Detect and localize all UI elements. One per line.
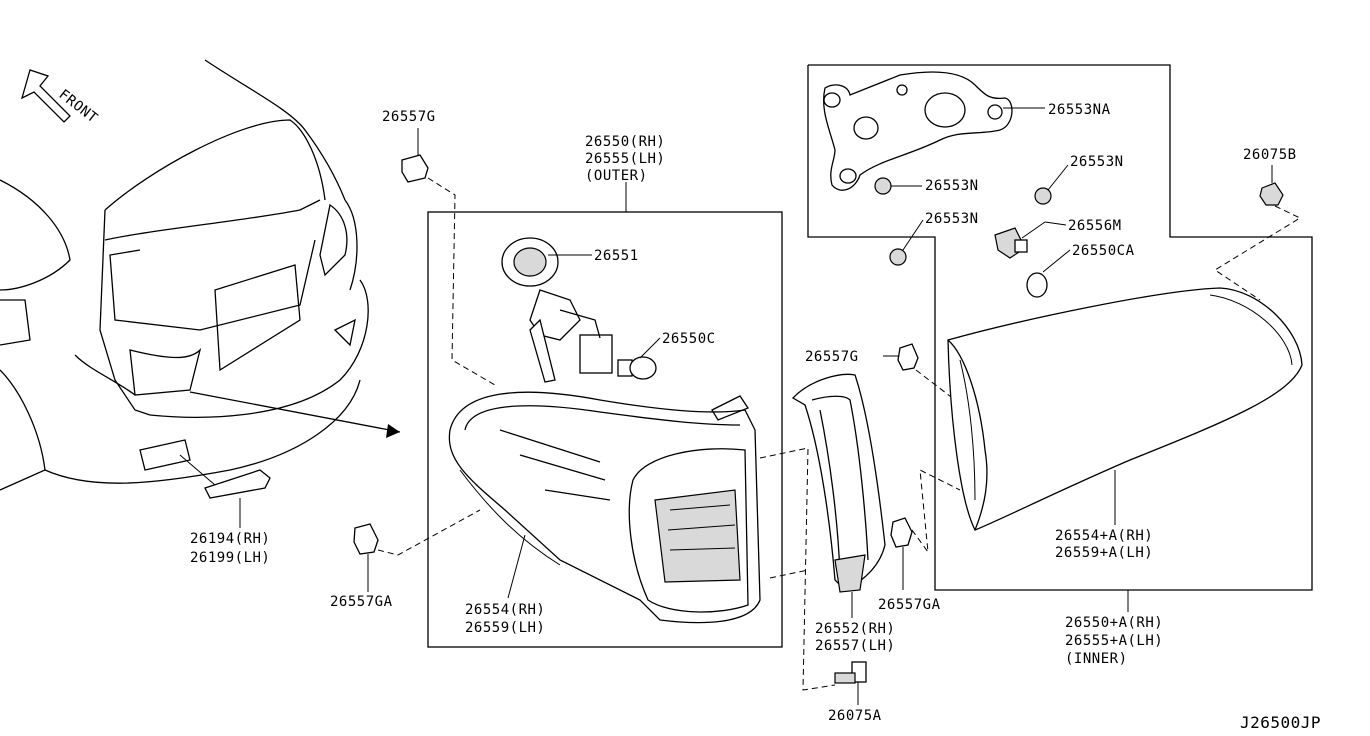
clip-26557ga-left xyxy=(353,523,379,555)
label-26557ga-mid: 26557GA xyxy=(878,597,941,613)
label-26075a: 26075A xyxy=(828,708,882,724)
nut-26553n-c xyxy=(889,248,907,266)
label-26555a-lh: 26555+A(LH) xyxy=(1065,633,1163,649)
clip-26557ga-mid xyxy=(890,517,913,548)
label-26557-lh: 26557(LH) xyxy=(815,638,895,654)
label-26557g-top: 26557G xyxy=(382,109,436,125)
label-26557ga-left: 26557GA xyxy=(330,594,393,610)
label-26553n-a: 26553N xyxy=(925,178,979,194)
nut-26075b xyxy=(1259,182,1284,206)
bulb-26550ca xyxy=(1026,272,1048,298)
vehicle-rear-illustration xyxy=(0,59,369,491)
label-26553na: 26553NA xyxy=(1048,102,1111,118)
inner-lamp-group-box xyxy=(807,64,1313,591)
label-26554a-rh: 26554+A(RH) xyxy=(1055,528,1153,544)
label-26550a-rh: 26550+A(RH) xyxy=(1065,615,1163,631)
label-26552-rh: 26552(RH) xyxy=(815,621,895,637)
label-26550-rh: 26550(RH) xyxy=(585,134,665,150)
label-26553n-c: 26553N xyxy=(925,211,979,227)
clip-26557g-top xyxy=(401,154,429,183)
label-inner: (INNER) xyxy=(1065,651,1128,667)
lamp-garnish-26552 xyxy=(791,373,886,593)
outer-tail-lamp-body xyxy=(448,391,761,624)
label-26553n-b: 26553N xyxy=(1070,154,1124,170)
label-26559a-lh: 26559+A(LH) xyxy=(1055,545,1153,561)
label-26199-lh: 26199(LH) xyxy=(190,550,270,566)
label-26557g-mid: 26557G xyxy=(805,349,859,365)
label-26554-rh: 26554(RH) xyxy=(465,602,545,618)
inner-tail-lamp-body xyxy=(947,287,1303,531)
label-26550ca: 26550CA xyxy=(1072,243,1135,259)
label-26551: 26551 xyxy=(594,248,639,264)
front-arrow-icon xyxy=(20,69,71,123)
bulb-socket-26556m xyxy=(994,227,1028,259)
arrow-head-icon xyxy=(386,424,400,438)
label-26550c: 26550C xyxy=(662,331,716,347)
nut-26553n-a xyxy=(874,177,892,195)
label-outer: (OUTER) xyxy=(585,168,648,184)
bulb-26550c xyxy=(617,356,657,380)
side-marker-lamp xyxy=(204,469,271,499)
label-26194-rh: 26194(RH) xyxy=(190,531,270,547)
label-26556m: 26556M xyxy=(1068,218,1122,234)
mounting-plate-26553na xyxy=(823,71,1013,191)
label-26075b: 26075B xyxy=(1243,147,1297,163)
bulb-socket-26551 xyxy=(501,237,613,383)
clip-26557g-mid xyxy=(897,343,919,371)
outer-lamp-group-box xyxy=(427,211,783,648)
label-26559-lh: 26559(LH) xyxy=(465,620,545,636)
screw-26075a xyxy=(834,661,867,684)
location-arrow-line xyxy=(189,391,401,433)
diagram-code: J26500JP xyxy=(1240,713,1321,732)
nut-26553n-b xyxy=(1034,187,1052,205)
label-26555-lh: 26555(LH) xyxy=(585,151,665,167)
